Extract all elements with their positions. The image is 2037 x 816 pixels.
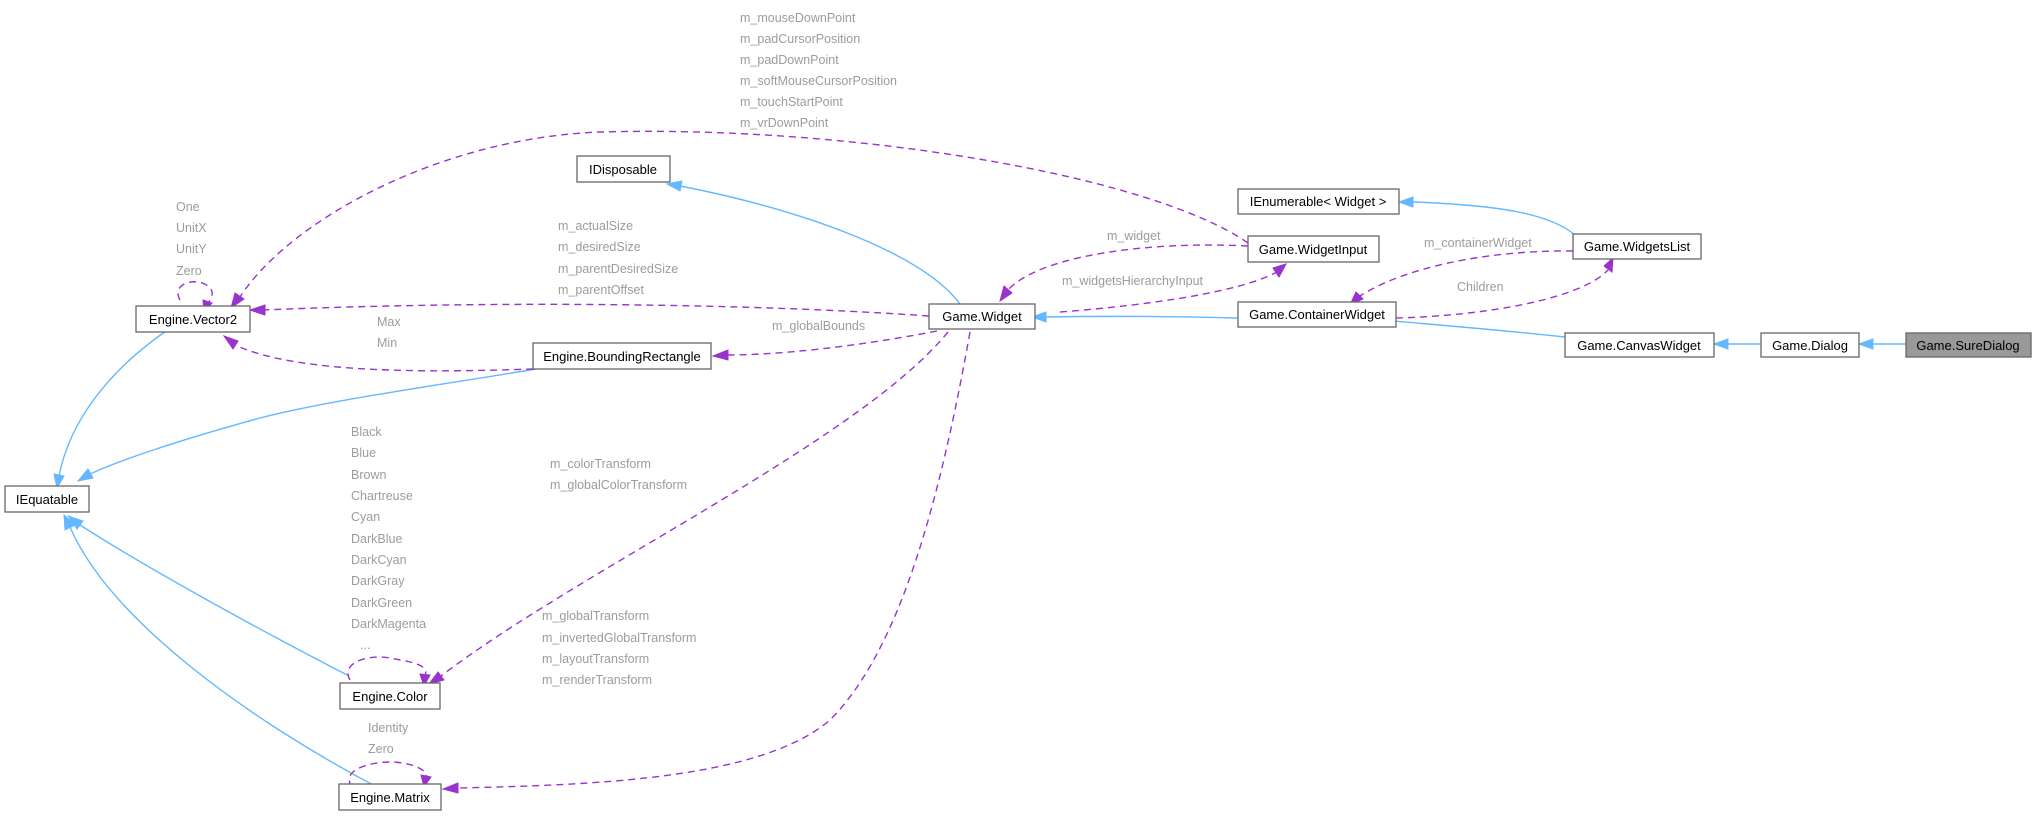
node-game-suredialog[interactable]: Game.SureDialog: [1905, 332, 2032, 358]
edge-widget-to-vector2: [248, 303, 930, 317]
node-label: Game.SureDialog: [1916, 338, 2019, 353]
edge-label: m_globalTransform: [542, 609, 649, 623]
edge-matrix-self: [348, 761, 432, 789]
edge-widget-to-color: [427, 331, 949, 685]
edge-label: Brown: [351, 468, 386, 482]
edge-iequatable-to-boundingrectangle: [76, 368, 537, 482]
edge-canvaswidget-to-dialog: [1712, 338, 1761, 350]
edge-iequatable-to-vector2: [53, 330, 167, 490]
edge-idisposable-to-widget: [665, 180, 961, 305]
node-game-widget[interactable]: Game.Widget: [928, 303, 1036, 330]
node-label: Game.ContainerWidget: [1249, 307, 1385, 322]
edge-label: m_parentDesiredSize: [558, 262, 678, 276]
edge-label: m_vrDownPoint: [740, 116, 829, 130]
edge-containerwidget-to-canvaswidget: [1378, 315, 1566, 338]
edge-label: Blue: [351, 446, 376, 460]
edge-label: m_invertedGlobalTransform: [542, 631, 696, 645]
edge-label: m_actualSize: [558, 219, 633, 233]
edge-label: m_globalBounds: [772, 319, 865, 333]
node-label: Game.CanvasWidget: [1577, 338, 1701, 353]
edge-boundingrectangle-to-vector2: [222, 335, 534, 372]
node-game-widgetinput[interactable]: Game.WidgetInput: [1247, 235, 1380, 263]
node-iequatable[interactable]: IEquatable: [4, 485, 90, 513]
edge-label: m_layoutTransform: [542, 652, 649, 666]
edge-label: m_globalColorTransform: [550, 478, 687, 492]
node-label: Game.WidgetsList: [1584, 239, 1691, 254]
node-label: Game.Widget: [942, 309, 1022, 324]
node-game-canvaswidget[interactable]: Game.CanvasWidget: [1564, 332, 1715, 358]
edge-widget-to-containerwidget: [1030, 311, 1239, 323]
edge-label: Zero: [368, 742, 394, 756]
labels-widget-to-vector2: m_actualSize m_desiredSize m_parentDesir…: [558, 219, 678, 297]
labels-matrix-self: Identity Zero: [368, 721, 409, 756]
edge-label: m_widgetsHierarchyInput: [1062, 274, 1204, 288]
edge-label: DarkCyan: [351, 553, 407, 567]
node-engine-matrix[interactable]: Engine.Matrix: [338, 783, 442, 811]
edge-label: Chartreuse: [351, 489, 413, 503]
edge-color-self: [347, 656, 431, 688]
edge-label: m_renderTransform: [542, 673, 652, 687]
edge-containerwidget-to-widgetslist: [1395, 256, 1614, 319]
edge-label: m_widget: [1107, 229, 1161, 243]
node-game-dialog[interactable]: Game.Dialog: [1760, 332, 1860, 358]
edge-label: Identity: [368, 721, 409, 735]
edge-label: Min: [377, 336, 397, 350]
node-game-containerwidget[interactable]: Game.ContainerWidget: [1237, 301, 1397, 328]
node-label: IEnumerable< Widget >: [1250, 194, 1387, 209]
edge-ienumerable-to-widgetslist: [1397, 196, 1576, 236]
edge-label: m_softMouseCursorPosition: [740, 74, 897, 88]
node-label: Game.WidgetInput: [1259, 242, 1368, 257]
node-game-widgetslist[interactable]: Game.WidgetsList: [1572, 233, 1702, 260]
node-label: Engine.BoundingRectangle: [543, 349, 701, 364]
node-engine-boundingrectangle[interactable]: Engine.BoundingRectangle: [532, 342, 712, 370]
labels-color-self: Black Blue Brown Chartreuse Cyan DarkBlu…: [351, 425, 426, 652]
edge-dialog-to-suredialog: [1857, 338, 1906, 350]
edge-label: m_containerWidget: [1424, 236, 1532, 250]
edge-label: m_parentOffset: [558, 283, 644, 297]
labels-widget-to-color: m_colorTransform m_globalColorTransform: [550, 457, 687, 492]
edge-label: m_desiredSize: [558, 240, 641, 254]
edge-widgetinput-to-vector2: [230, 130, 1249, 310]
edge-widgetslist-to-containerwidget: [1348, 250, 1574, 307]
labels-vector2-self: One UnitX UnitY Zero: [176, 200, 207, 278]
edge-label: Children: [1457, 280, 1504, 294]
edge-label: Black: [351, 425, 382, 439]
edge-label: UnitY: [176, 242, 207, 256]
edge-label: m_colorTransform: [550, 457, 651, 471]
edge-label: DarkGreen: [351, 596, 412, 610]
edge-label: DarkMagenta: [351, 617, 426, 631]
edge-label: Zero: [176, 264, 202, 278]
edge-iequatable-to-color: [66, 515, 350, 677]
edge-label: DarkGray: [351, 574, 405, 588]
labels-widgetinput-to-vector2: m_mouseDownPoint m_padCursorPosition m_p…: [740, 11, 897, 130]
edge-label: UnitX: [176, 221, 207, 235]
node-engine-vector2[interactable]: Engine.Vector2: [135, 305, 251, 333]
labels-bounding-to-vector2: Max Min: [377, 315, 401, 350]
edge-label: m_padCursorPosition: [740, 32, 860, 46]
node-label: IEquatable: [16, 492, 78, 507]
node-label: Engine.Color: [352, 689, 428, 704]
edge-label: m_mouseDownPoint: [740, 11, 856, 25]
edge-label: Max: [377, 315, 401, 329]
node-label: IDisposable: [589, 162, 657, 177]
node-label: Engine.Matrix: [350, 790, 430, 805]
node-ienumerable-widget[interactable]: IEnumerable< Widget >: [1237, 188, 1400, 215]
edge-widget-to-boundingrectangle: [711, 330, 938, 361]
edge-label: Cyan: [351, 510, 380, 524]
node-engine-color[interactable]: Engine.Color: [339, 682, 441, 710]
edge-widgetinput-to-widget: [999, 244, 1249, 303]
node-idisposable[interactable]: IDisposable: [576, 155, 671, 183]
edge-widget-to-matrix: [441, 331, 971, 794]
edge-label: m_padDownPoint: [740, 53, 839, 67]
node-label: Engine.Vector2: [149, 312, 237, 327]
node-label: Game.Dialog: [1772, 338, 1848, 353]
edge-label: One: [176, 200, 200, 214]
edge-label: DarkBlue: [351, 532, 402, 546]
labels-widget-to-matrix: m_globalTransform m_invertedGlobalTransf…: [542, 609, 696, 687]
edge-widget-to-widgetinput: [1059, 263, 1288, 313]
edge-iequatable-to-matrix: [63, 513, 376, 787]
edge-label: ...: [360, 638, 370, 652]
edge-label: m_touchStartPoint: [740, 95, 843, 109]
